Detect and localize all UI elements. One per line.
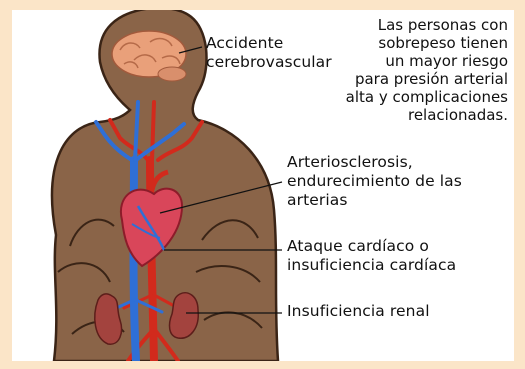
risk-note-line-3: un mayor riesgo	[385, 52, 508, 70]
right-chest-fold	[201, 219, 259, 241]
risk-note-line-6: relacionadas.	[407, 106, 508, 124]
kidney-failure-label: Insuficiencia renal	[287, 302, 430, 321]
stroke-label-line-1: Accidente	[206, 34, 284, 52]
heart-failure-label: Ataque cardíaco o insuficiencia cardíaca	[287, 237, 456, 275]
stroke-label-line-2: cerebrovascular	[206, 53, 332, 71]
stroke-leader-line	[178, 46, 203, 54]
right-belly-fold	[195, 265, 261, 283]
arteriosclerosis-leader-line	[159, 181, 283, 214]
risk-note: Las personas con sobrepeso tienen un may…	[330, 16, 508, 124]
stroke-label: Accidente cerebrovascular	[206, 34, 332, 72]
torso-silhouette	[50, 10, 280, 361]
arteriosclerosis-label: Arteriosclerosis, endurecimiento de las …	[287, 153, 462, 210]
left-kidney-icon	[94, 293, 123, 345]
heart-failure-label-line-1: Ataque cardíaco o	[287, 237, 429, 255]
illustration-canvas: Accidente cerebrovascular Arterioscleros…	[12, 10, 514, 361]
heart-icon	[119, 169, 184, 268]
arteriosclerosis-label-line-1: Arteriosclerosis,	[287, 153, 413, 171]
brain-icon	[111, 30, 187, 82]
risk-note-line-5: alta y complicaciones	[345, 88, 508, 106]
heart-failure-label-line-2: insuficiencia cardíaca	[287, 256, 457, 274]
obese-body-illustration	[50, 10, 283, 361]
risk-note-line-2: sobrepeso tienen	[378, 34, 508, 52]
risk-note-line-1: Las personas con	[377, 16, 508, 34]
left-belly-fold	[57, 262, 111, 283]
risk-note-line-4: para presión arterial	[354, 70, 508, 88]
kidney-failure-label-line-1: Insuficiencia renal	[287, 302, 430, 320]
right-kidney-icon	[168, 292, 199, 339]
left-chest-fold	[69, 218, 115, 247]
arteriosclerosis-label-line-3: arterias	[287, 191, 348, 209]
arteriosclerosis-label-line-2: endurecimiento de las	[287, 172, 462, 190]
